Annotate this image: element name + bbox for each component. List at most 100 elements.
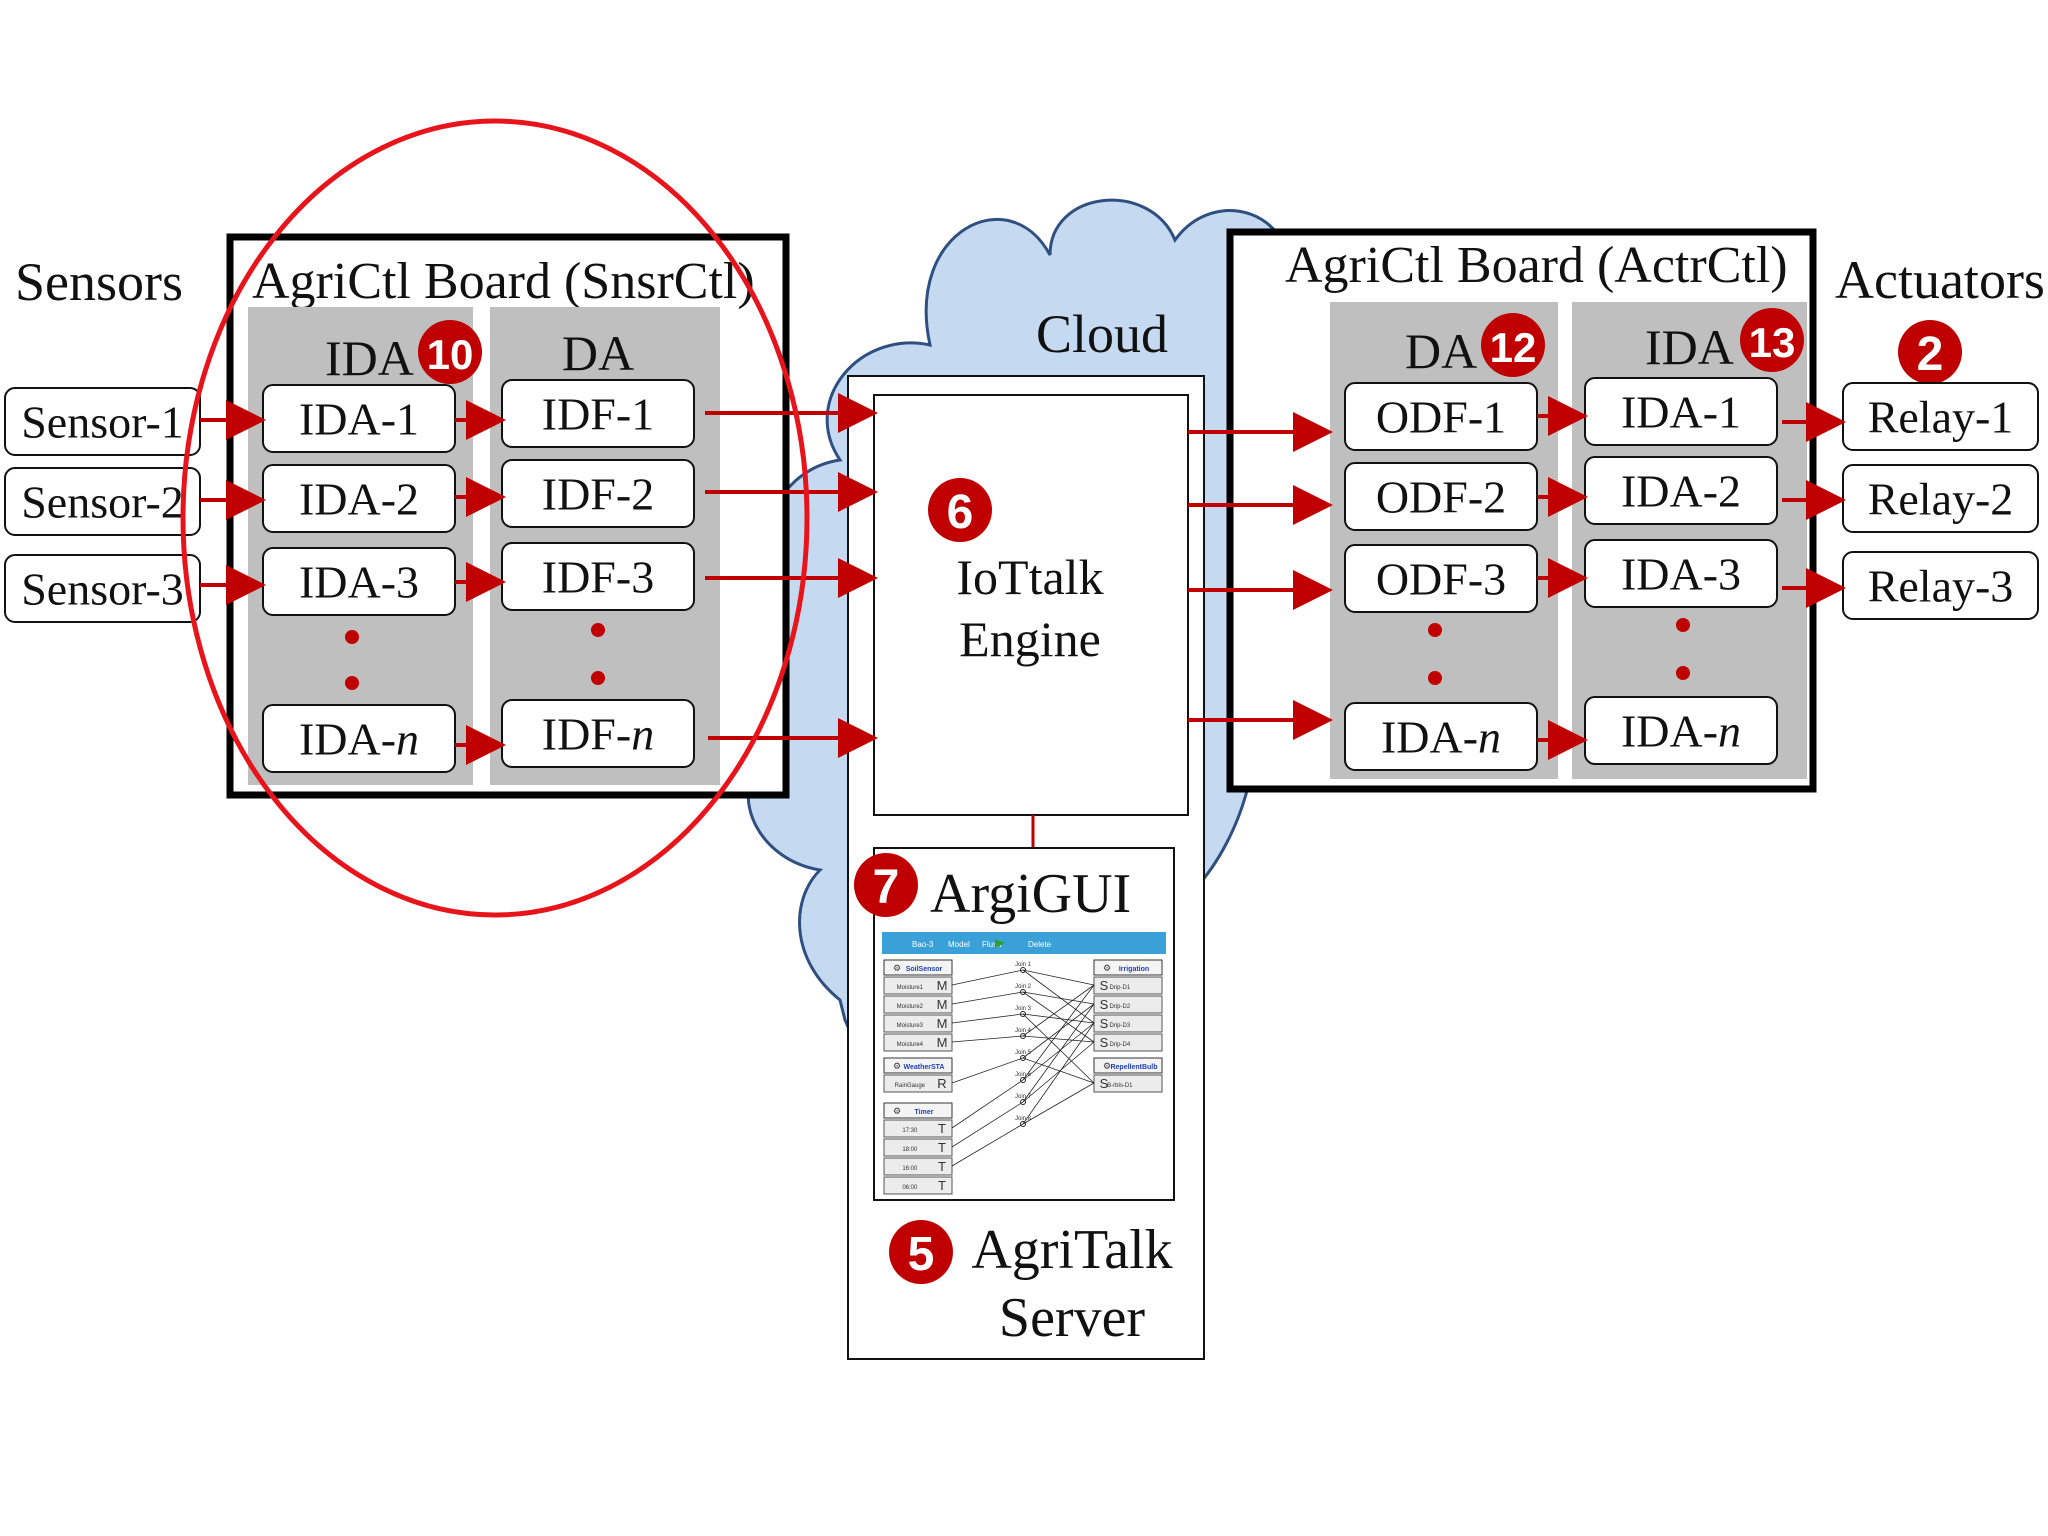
gui-badge: 7: [854, 853, 918, 917]
gui-device-irrigation[interactable]: ⚙IrrigationDrip-D1SDrip-D2SDrip-D3SDrip-…: [1093, 959, 1163, 1052]
svg-text:13: 13: [1749, 319, 1796, 366]
gui-device-soilsensor-row-tag-3: M: [937, 1035, 948, 1050]
snsr-ida-col-label: IDA: [325, 330, 414, 386]
gui-device-timer-row-tag-2: T: [938, 1159, 946, 1174]
snsr-ida-item-3: IDA-3: [262, 547, 456, 616]
actr-da-ellipsis-dot-1: [1428, 623, 1442, 637]
gui-device-soilsensor-title: SoilSensor: [906, 966, 943, 973]
actr-ida-col-label: IDA: [1645, 319, 1734, 375]
gui-device-soilsensor-gear-icon: ⚙: [893, 963, 901, 973]
actr-ida-item-1-label: IDA-1: [1621, 387, 1741, 438]
gui-device-weathersta-title: WeatherSTA: [904, 1064, 945, 1071]
gui-device-soilsensor-row-3: [883, 1033, 953, 1052]
gui-device-soilsensor-row-label-3: Moisture4: [897, 1042, 924, 1048]
gui-device-repellentbulb-row-label-0: B-rbls-D1: [1107, 1083, 1133, 1089]
server-line-2: Server: [999, 1287, 1146, 1349]
snsr-ida-item-1: IDA-1: [262, 384, 456, 453]
relay-box-1: Relay-1: [1842, 382, 2039, 451]
engine-badge: 6: [928, 478, 992, 542]
gui-device-timer-row-0: [883, 1119, 953, 1138]
actr-ida-item-2: IDA-2: [1584, 456, 1778, 525]
snsr-da-item-1-label: IDF-1: [542, 389, 654, 440]
actr-ida-item-2-label: IDA-2: [1621, 466, 1741, 517]
actr-da-item-2-label: ODF-2: [1376, 472, 1506, 523]
actr-ida-ellipsis-dot-2: [1676, 666, 1690, 680]
server-badge: 5: [889, 1220, 953, 1284]
gui-join-label-6: Join 6: [1015, 1072, 1032, 1078]
sensor-box-1-label: Sensor-1: [21, 397, 184, 448]
svg-text:10: 10: [427, 331, 474, 378]
iottalk-engine-box: [873, 394, 1189, 816]
svg-text:5: 5: [908, 1228, 935, 1281]
highlight-ellipse: [180, 118, 810, 918]
snsr-da-item-n: IDF-n: [501, 699, 695, 768]
actr-ida-item-3-label: IDA-3: [1621, 549, 1741, 600]
gui-toolbar-item-3[interactable]: Delete: [1028, 940, 1052, 949]
gui-join-lines: [951, 969, 1095, 1167]
sensor-box-2: Sensor-2: [4, 467, 201, 536]
gui-toolbar-item-2[interactable]: Flush: [982, 940, 1002, 949]
gui-device-soilsensor-row-2: [883, 1014, 953, 1033]
snsr-da-col-label: DA: [562, 325, 634, 381]
actr-ida-badge: 13: [1740, 308, 1804, 372]
actr-ida-ellipsis-dot-1: [1676, 618, 1690, 632]
gui-device-timer-row-label-3: 06:00: [902, 1185, 918, 1191]
actuators-label: Actuators: [1835, 250, 2045, 310]
snsr-ida-ellipsis-dot-1: [345, 630, 359, 644]
gui-device-timer-title: Timer: [915, 1109, 934, 1116]
gui-device-soilsensor-row-1: [883, 995, 953, 1014]
snsr-da-ellipsis-dot-2: [591, 671, 605, 685]
actr-da-ellipsis-dot-2: [1428, 671, 1442, 685]
gui-device-irrigation-title: Irrigation: [1119, 966, 1149, 973]
gui-toolbar-item-0[interactable]: Bao-3: [912, 940, 934, 949]
actr-ida-item-n-label: IDA-n: [1621, 706, 1741, 757]
gui-device-irrigation-row-tag-2: S: [1100, 1016, 1109, 1031]
gui-join-label-5: Join 5: [1015, 1050, 1032, 1056]
snsr-da-item-3-label: IDF-3: [542, 552, 654, 603]
snsr-da-item-n-label: IDF-n: [542, 709, 654, 760]
actuators-badge: 2: [1898, 320, 1962, 384]
gui-device-soilsensor-row-0: [883, 976, 953, 995]
gui-device-repellentbulb-gear-icon: ⚙: [1103, 1061, 1111, 1071]
gui-device-timer-row-label-0: 17:30: [902, 1128, 918, 1134]
gui-device-repellentbulb-row-0: [1093, 1074, 1163, 1093]
gui-device-irrigation-gear-icon: ⚙: [1103, 963, 1111, 973]
gui-device-irrigation-row-tag-1: S: [1100, 997, 1109, 1012]
snsr-da-ellipsis-dot-1: [591, 623, 605, 637]
gui-device-soilsensor-row-tag-2: M: [937, 1016, 948, 1031]
gui-device-soilsensor-row-label-0: Moisture1: [897, 985, 924, 991]
gui-device-soilsensor-row-label-1: Moisture2: [897, 1004, 924, 1010]
snsr-ida-ellipsis-dot-2: [345, 676, 359, 690]
snsr-da-item-2: IDF-2: [501, 459, 695, 528]
snsr-ida-item-n: IDA-n: [262, 704, 456, 773]
actr-da-item-2: ODF-2: [1344, 462, 1538, 531]
snsr-ida-item-n-frame: [262, 704, 456, 773]
gui-join-label-7: Join 7: [1015, 1094, 1032, 1100]
gui-device-timer-row-label-1: 18:00: [902, 1147, 918, 1153]
relay-box-2-label: Relay-2: [1868, 474, 2014, 525]
gui-toolbar-item-1[interactable]: Model: [948, 940, 970, 949]
snsr-ida-badge: 10: [418, 320, 482, 384]
actr-da-item-n: IDA-n: [1344, 702, 1538, 771]
svg-text:7: 7: [873, 861, 900, 914]
sensor-box-1: Sensor-1: [4, 387, 201, 456]
gui-device-soilsensor-row-tag-0: M: [937, 978, 948, 993]
sensor-box-3-label: Sensor-3: [21, 564, 184, 615]
relay-box-1-label: Relay-1: [1868, 392, 2014, 443]
relay-box-2: Relay-2: [1842, 464, 2039, 533]
gui-device-timer-row-2: [883, 1157, 953, 1176]
gui-join-label-2: Join 2: [1015, 984, 1032, 990]
snsr-da-item-1: IDF-1: [501, 379, 695, 448]
engine-line-1: IoTtalk: [956, 549, 1103, 605]
snsr-ida-item-3-label: IDA-3: [299, 557, 419, 608]
svg-text:2: 2: [1917, 328, 1944, 381]
server-line-1: AgriTalk: [971, 1219, 1172, 1281]
svg-text:12: 12: [1490, 324, 1537, 371]
